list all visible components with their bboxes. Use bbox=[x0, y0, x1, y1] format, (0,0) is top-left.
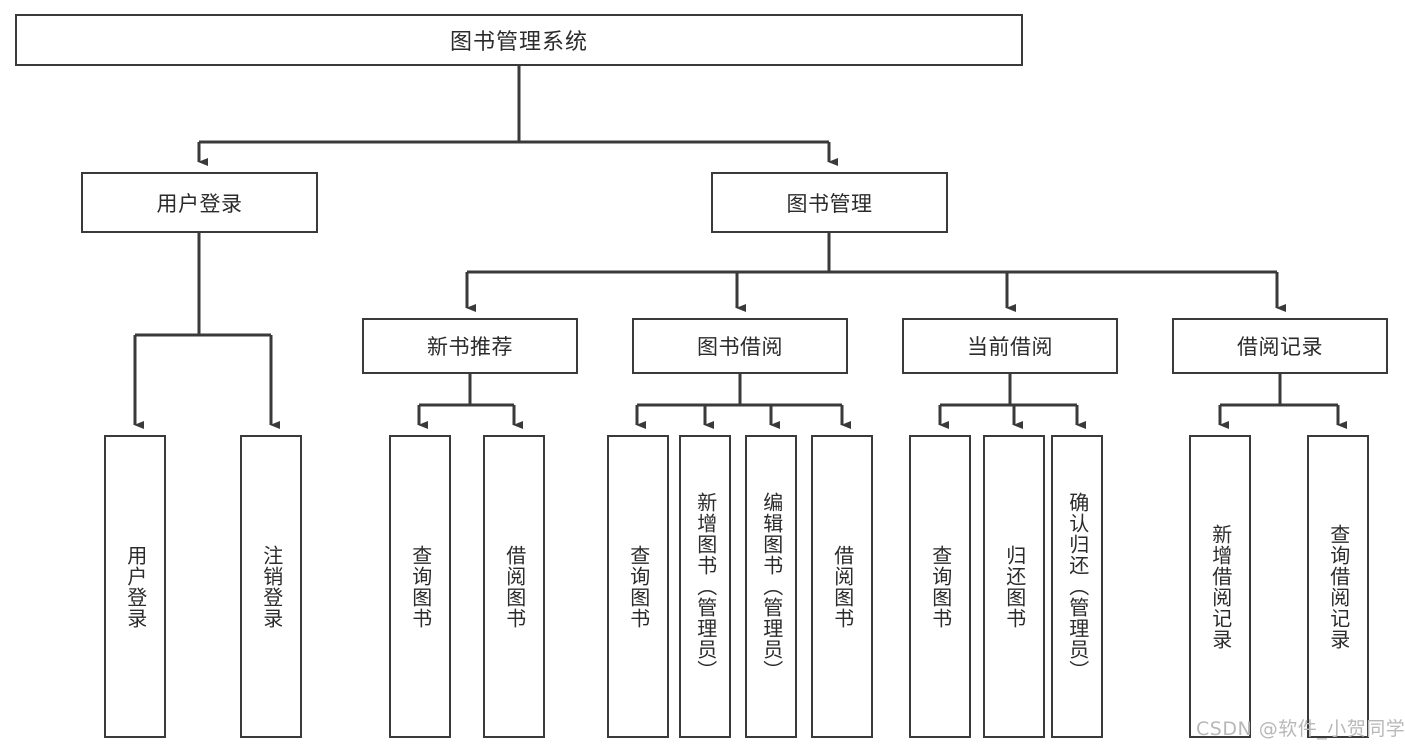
node-leaf-confirm-return[interactable]: 确认归还（管理员） bbox=[1051, 435, 1103, 738]
node-leaf-return-book-label: 归还图书 bbox=[1002, 544, 1027, 629]
node-leaf-logout-login-label: 注销登录 bbox=[259, 544, 284, 629]
node-leaf-user-login-label: 用户登录 bbox=[123, 544, 148, 629]
node-leaf-borrow-book-2-label: 借阅图书 bbox=[830, 544, 855, 629]
node-leaf-query-book-3-label: 查询图书 bbox=[928, 544, 953, 629]
node-leaf-borrow-book-2[interactable]: 借阅图书 bbox=[811, 435, 873, 738]
node-leaf-add-record-label: 新增借阅记录 bbox=[1208, 523, 1233, 650]
csdn-watermark: CSDN @软件_小贺同学 bbox=[1196, 718, 1405, 740]
node-current-borrow-label: 当前借阅 bbox=[967, 335, 1053, 359]
node-root-label: 图书管理系统 bbox=[449, 30, 588, 55]
node-book-borrow-label: 图书借阅 bbox=[697, 335, 783, 359]
node-leaf-user-login[interactable]: 用户登录 bbox=[104, 435, 166, 738]
node-book-manage-label: 图书管理 bbox=[786, 191, 873, 216]
node-leaf-edit-book-label: 编辑图书（管理员） bbox=[759, 492, 784, 681]
node-root[interactable]: 图书管理系统 bbox=[15, 14, 1023, 66]
node-leaf-borrow-book-1[interactable]: 借阅图书 bbox=[483, 435, 545, 738]
node-leaf-query-book-2-label: 查询图书 bbox=[626, 544, 651, 629]
node-leaf-query-book-1[interactable]: 查询图书 bbox=[389, 435, 451, 738]
node-leaf-add-record[interactable]: 新增借阅记录 bbox=[1189, 435, 1251, 738]
node-new-book-rec-label: 新书推荐 bbox=[427, 335, 513, 359]
node-book-borrow[interactable]: 图书借阅 bbox=[632, 318, 848, 374]
node-user-login[interactable]: 用户登录 bbox=[81, 172, 318, 233]
node-borrow-record-label: 借阅记录 bbox=[1237, 335, 1323, 359]
node-leaf-edit-book[interactable]: 编辑图书（管理员） bbox=[745, 435, 797, 738]
node-borrow-record[interactable]: 借阅记录 bbox=[1172, 318, 1388, 374]
node-leaf-confirm-return-label: 确认归还（管理员） bbox=[1065, 492, 1090, 681]
node-leaf-query-book-3[interactable]: 查询图书 bbox=[909, 435, 971, 738]
node-leaf-query-book-2[interactable]: 查询图书 bbox=[607, 435, 669, 738]
node-leaf-add-book-label: 新增图书（管理员） bbox=[693, 492, 718, 681]
node-leaf-query-book-1-label: 查询图书 bbox=[408, 544, 433, 629]
node-book-manage[interactable]: 图书管理 bbox=[711, 172, 948, 233]
node-leaf-logout-login[interactable]: 注销登录 bbox=[240, 435, 302, 738]
node-current-borrow[interactable]: 当前借阅 bbox=[902, 318, 1118, 374]
node-new-book-rec[interactable]: 新书推荐 bbox=[362, 318, 578, 374]
node-leaf-query-record-label: 查询借阅记录 bbox=[1326, 523, 1351, 650]
node-leaf-return-book[interactable]: 归还图书 bbox=[983, 435, 1045, 738]
node-leaf-query-record[interactable]: 查询借阅记录 bbox=[1307, 435, 1369, 738]
node-user-login-label: 用户登录 bbox=[156, 191, 243, 216]
node-leaf-add-book[interactable]: 新增图书（管理员） bbox=[679, 435, 731, 738]
node-leaf-borrow-book-1-label: 借阅图书 bbox=[502, 544, 527, 629]
